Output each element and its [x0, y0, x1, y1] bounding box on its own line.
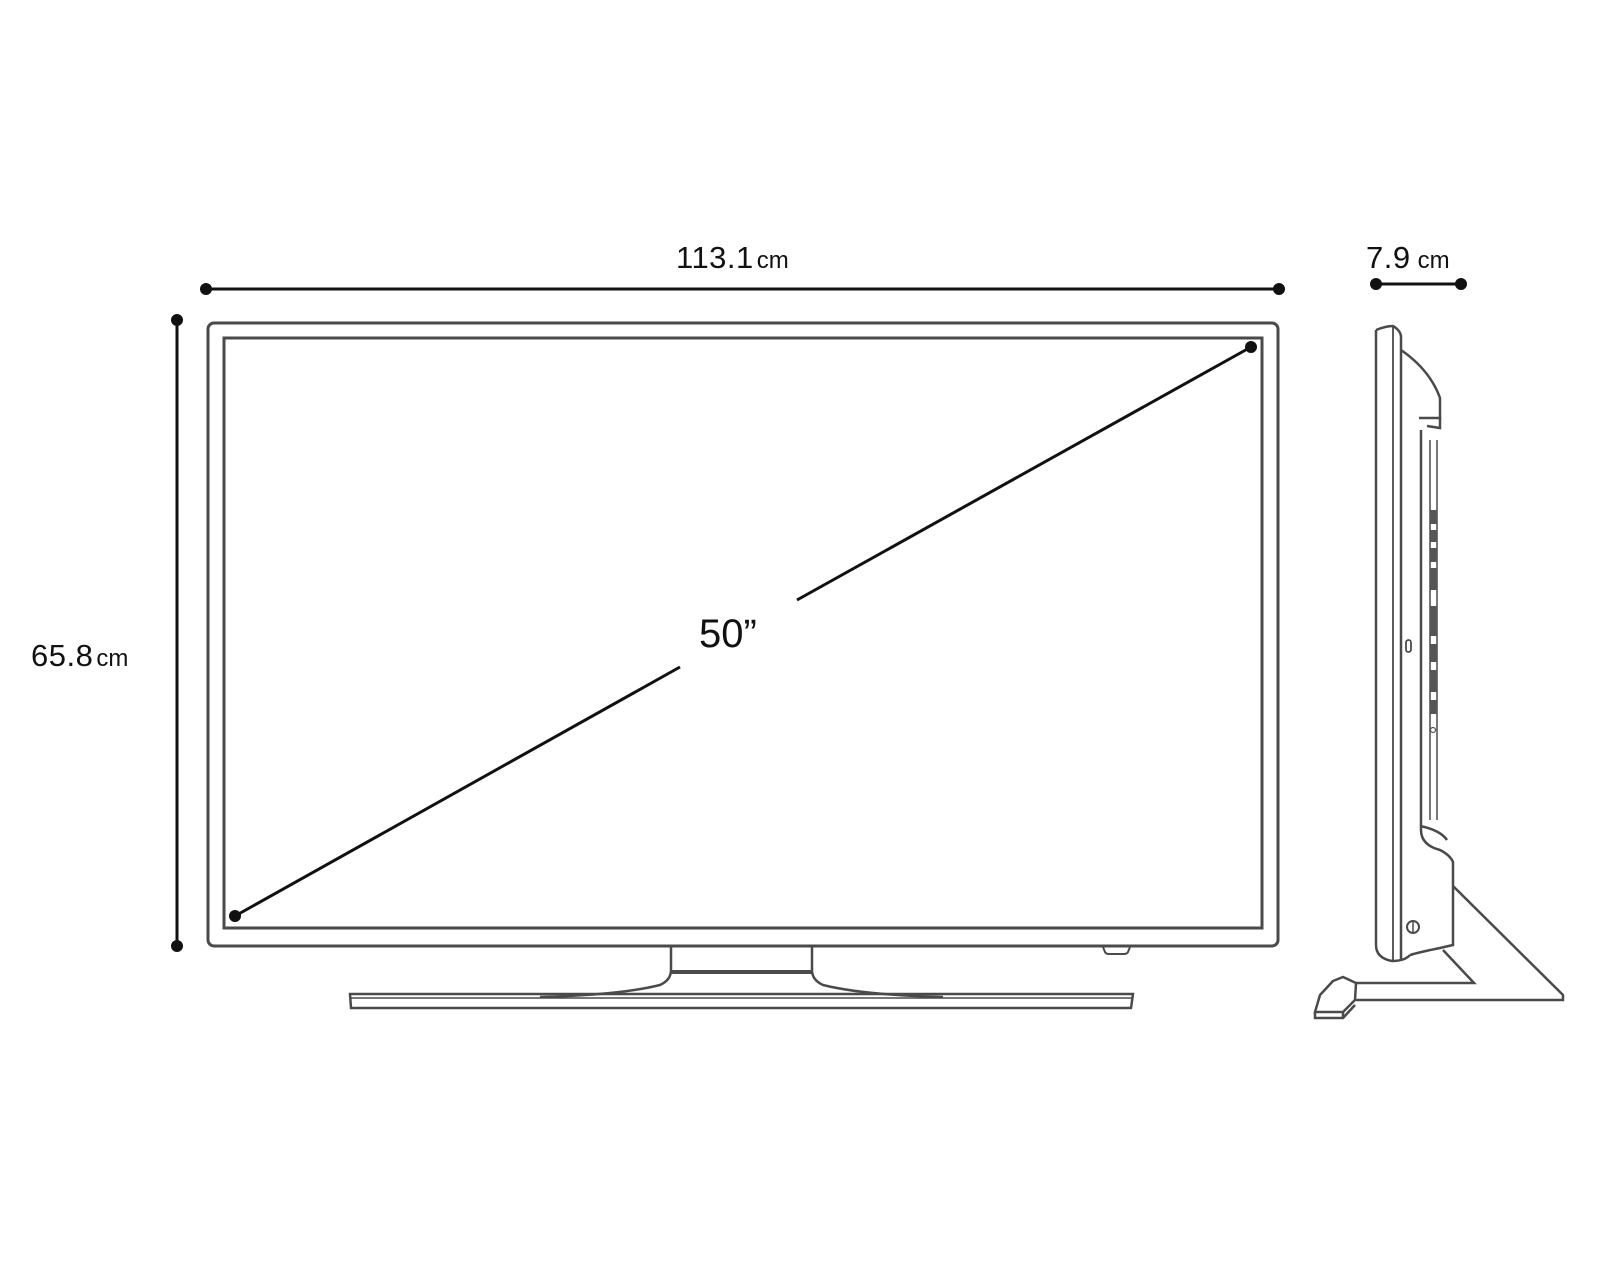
side-stand [1356, 885, 1565, 1002]
tv-side-view [1313, 324, 1565, 1020]
tv-bezel [206, 321, 1280, 948]
tv-front-view [206, 321, 1280, 1010]
side-panel [1374, 330, 1411, 963]
width-dimension-line [200, 283, 1285, 295]
depth-dimension-line [1370, 278, 1467, 290]
stand-base [348, 992, 1135, 1010]
width-value: 113.1 [676, 240, 754, 275]
diagonal-dimension-line [229, 341, 1257, 922]
side-back-housing [1400, 348, 1442, 420]
side-ports [1430, 510, 1437, 714]
height-dimension-line [171, 314, 183, 952]
depth-value: 7.9 [1366, 240, 1411, 275]
power-button-icon [1102, 946, 1131, 955]
tv-screen [222, 336, 1264, 930]
depth-unit: cm [1417, 247, 1450, 274]
stand-neck [539, 946, 673, 999]
width-unit: cm [756, 247, 789, 274]
height-unit: cm [96, 645, 129, 672]
height-value: 65.8 [31, 638, 94, 673]
screw-icon [1406, 920, 1420, 934]
diagonal-label: 50” [699, 612, 757, 656]
